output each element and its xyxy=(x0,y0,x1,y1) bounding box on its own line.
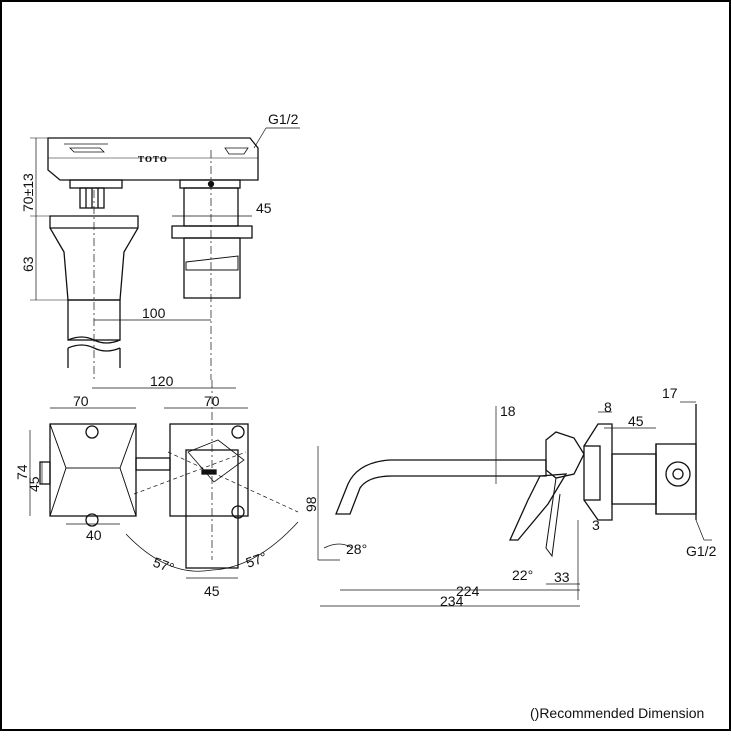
left-collar xyxy=(69,179,123,189)
dim-inner-height: 45 xyxy=(26,476,42,492)
dim-spout-height: 63 xyxy=(20,256,36,272)
dim-plate-height: 74 xyxy=(14,464,30,480)
dim-left-plate: 70 xyxy=(73,393,89,409)
dim-overall-width: 120 xyxy=(150,373,174,389)
dim-right-plate: 70 xyxy=(204,393,220,409)
thread-label-top: G1/2 xyxy=(268,111,299,127)
lever-handle xyxy=(508,473,568,541)
link-pipe xyxy=(135,457,171,471)
dim-body-dia: 45 xyxy=(628,413,644,429)
dim-bottom-width: 40 xyxy=(86,527,102,543)
top-view: TOTO xyxy=(30,127,300,380)
dim-handle-dia: 45 xyxy=(256,200,272,216)
dim-angle-left: 57° xyxy=(151,554,176,576)
brand-mark: TOTO xyxy=(138,154,168,164)
flange xyxy=(583,445,601,501)
valve-sleeve xyxy=(611,453,657,505)
dim-spout-dia: 18 xyxy=(500,403,516,419)
dim-height-adjust: 70±13 xyxy=(20,173,36,212)
dim-offset: 33 xyxy=(554,569,570,585)
dim-handle-width: 45 xyxy=(204,583,220,599)
dim-reach-outlet: 224 xyxy=(456,583,480,599)
right-handle xyxy=(183,237,241,299)
spout xyxy=(335,459,547,515)
dim-flange: 8 xyxy=(604,399,612,415)
dim-center-offset: 100 xyxy=(142,305,166,321)
dim-reach-total: 234 xyxy=(440,593,464,609)
valve-body xyxy=(47,137,259,181)
spout-body xyxy=(545,431,585,479)
recommended-dimension-note: ()Recommended Dimension xyxy=(530,705,704,721)
dim-angle-right: 57° xyxy=(244,549,269,571)
front-view xyxy=(29,380,299,579)
side-view xyxy=(317,401,712,607)
right-handle-plate xyxy=(171,225,253,239)
dim-gap: 3 xyxy=(592,517,600,533)
right-plate xyxy=(169,423,249,517)
left-outlet xyxy=(39,461,51,485)
thread-label-side: G1/2 xyxy=(686,543,717,559)
dim-height: 98 xyxy=(303,496,319,512)
dim-valve-width: 17 xyxy=(662,385,678,401)
dim-handle-angle: 22° xyxy=(512,567,533,583)
dim-spout-angle: 28° xyxy=(346,541,367,557)
